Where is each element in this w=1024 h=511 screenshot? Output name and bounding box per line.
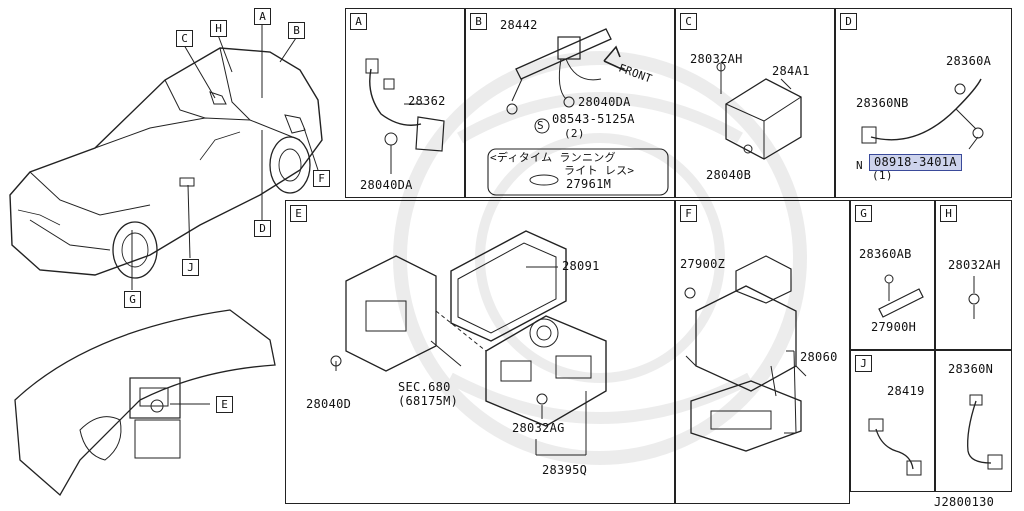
part-28360n[interactable]: 28360N xyxy=(948,362,994,376)
s-symbol: S xyxy=(537,119,544,132)
dashboard-overview-drawing xyxy=(14,309,276,497)
part-27961m[interactable]: 27961M xyxy=(566,177,612,191)
part-28419[interactable]: 28419 xyxy=(887,384,925,398)
overview-callout-h[interactable]: H xyxy=(210,20,227,37)
panel-g[interactable]: G 28360AB 27900H xyxy=(850,200,935,350)
sensor-28442-drawing xyxy=(487,28,669,196)
overview-callout-c[interactable]: C xyxy=(176,30,193,47)
part-28040d[interactable]: 28040D xyxy=(306,397,352,411)
part-28032ah-h[interactable]: 28032AH xyxy=(948,258,1001,272)
panel-d[interactable]: D 28360A 28360NB N 08918-3401A (1) xyxy=(835,8,1012,198)
part-28032ah-c[interactable]: 28032AH xyxy=(690,52,743,66)
part-28362[interactable]: 28362 xyxy=(408,94,446,108)
panel-h-tag: H xyxy=(940,205,957,222)
part-28442[interactable]: 28442 xyxy=(500,18,538,32)
harness-28360-drawing xyxy=(861,78,984,150)
harness-28419-drawing xyxy=(868,418,922,476)
sec-680-part: (68175M) xyxy=(398,394,459,408)
overview-callout-d[interactable]: D xyxy=(254,220,271,237)
harness-28360n-drawing xyxy=(967,394,1003,470)
panel-a-tag: A xyxy=(350,13,367,30)
panel-j-right[interactable]: 28360N xyxy=(935,350,1012,492)
part-28395q[interactable]: 28395Q xyxy=(542,463,588,477)
part-28091[interactable]: 28091 xyxy=(562,259,600,273)
note-line-2: ライト レス> xyxy=(564,164,635,177)
sec-680-ref[interactable]: SEC.680 xyxy=(398,380,451,394)
overview-callout-e[interactable]: E xyxy=(216,396,233,413)
panel-c[interactable]: C 28032AH 284A1 28040B xyxy=(675,8,835,198)
panel-d-tag: D xyxy=(840,13,857,30)
part-08918-qty: (1) xyxy=(872,169,893,182)
panel-j[interactable]: J 28419 xyxy=(850,350,935,492)
display-unit-drawing xyxy=(330,230,607,456)
panel-a[interactable]: A 28362 28040DA xyxy=(345,8,465,198)
part-28032ag[interactable]: 28032AG xyxy=(512,421,565,435)
panel-b[interactable]: B 28442 FRONT 28040DA S 08543-5125A (2) … xyxy=(465,8,675,198)
panel-j-tag: J xyxy=(855,355,872,372)
vehicle-overview-drawing xyxy=(9,25,323,290)
bolt-28032ah-drawing xyxy=(968,276,980,319)
n-symbol: N xyxy=(856,159,863,172)
module-284a1-drawing xyxy=(716,62,802,160)
panel-g-tag: G xyxy=(855,205,872,222)
part-284a1[interactable]: 284A1 xyxy=(772,64,810,78)
panel-f-tag: F xyxy=(680,205,697,222)
part-28040b[interactable]: 28040B xyxy=(706,168,752,182)
part-27900z[interactable]: 27900Z xyxy=(680,257,726,271)
panel-c-tag: C xyxy=(680,13,697,30)
overview-callout-a[interactable]: A xyxy=(254,8,271,25)
note-line-1: <ディタイム ランニング xyxy=(490,151,616,164)
bracket-27900h-drawing xyxy=(878,274,924,318)
part-28360nb[interactable]: 28360NB xyxy=(856,96,909,110)
part-08543-qty: (2) xyxy=(564,127,585,140)
diagram-code: J2800130 xyxy=(934,495,995,509)
panel-e-tag: E xyxy=(290,205,307,222)
harness-28362-drawing xyxy=(365,58,445,174)
overview-callout-b[interactable]: B xyxy=(288,22,305,39)
panel-h[interactable]: H 28032AH xyxy=(935,200,1012,350)
part-28040da-b[interactable]: 28040DA xyxy=(578,95,631,109)
panel-b-tag: B xyxy=(470,13,487,30)
overview-callout-f[interactable]: F xyxy=(313,170,330,187)
bracket-28060-drawing xyxy=(684,255,807,452)
panel-f[interactable]: F 27900Z 28060 xyxy=(675,200,850,504)
panel-e[interactable]: E 28091 28040D SE xyxy=(285,200,675,504)
overview-callout-g[interactable]: G xyxy=(124,291,141,308)
part-08543-5125a[interactable]: 08543-5125A xyxy=(552,112,635,126)
part-28360ab[interactable]: 28360AB xyxy=(859,247,912,261)
part-28060[interactable]: 28060 xyxy=(800,350,838,364)
part-28360a[interactable]: 28360A xyxy=(946,54,992,68)
part-27900h[interactable]: 27900H xyxy=(871,320,917,334)
part-28040da-a[interactable]: 28040DA xyxy=(360,178,413,192)
part-08918-3401a[interactable]: 08918-3401A xyxy=(869,154,962,171)
overview-callout-j[interactable]: J xyxy=(182,259,199,276)
